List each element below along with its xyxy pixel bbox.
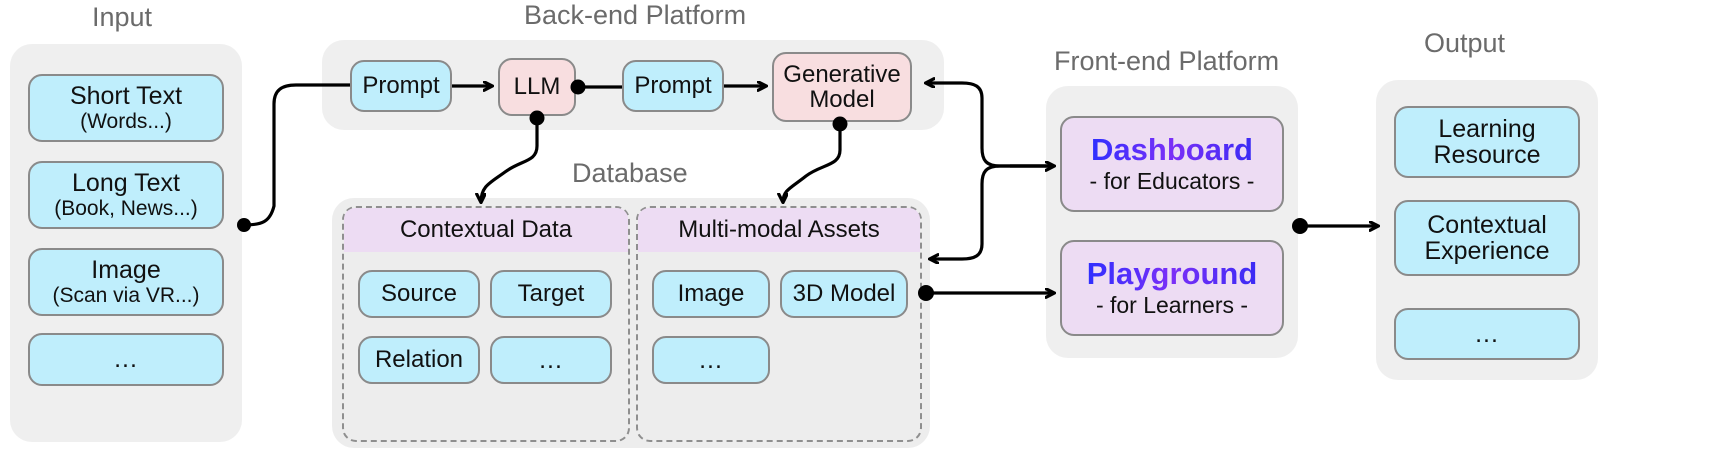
wire-generative-model-to-assets — [783, 124, 842, 202]
frontend-card-playground[interactable]: Playground - for Learners - — [1060, 240, 1284, 336]
node-label: Image — [677, 280, 745, 308]
node-label: Generative — [783, 60, 901, 88]
database-item-contextual-more[interactable]: ... — [490, 336, 612, 384]
node-label: ... — [699, 345, 723, 374]
wire-feedback-to-generative-model — [926, 83, 1052, 168]
frontend-group-title: Front-end Platform — [1054, 46, 1280, 76]
input-item-sub: (Book, News...) — [54, 196, 198, 220]
database-item-target[interactable]: Target — [490, 270, 612, 318]
backend-node-llm[interactable]: LLM — [498, 58, 576, 116]
database-group-header-contextual-data: Contextual Data — [344, 208, 628, 252]
input-item-more[interactable]: ... — [28, 333, 224, 386]
database-item-3d-model[interactable]: 3D Model — [780, 270, 908, 318]
backend-group-title: Back-end Platform — [524, 0, 747, 30]
input-item-title: Short Text — [69, 82, 183, 111]
output-item-learning-resource[interactable]: Learning Resource — [1394, 106, 1580, 178]
node-label: Prompt — [634, 72, 712, 100]
node-label: ... — [1475, 319, 1499, 348]
input-group-title: Input — [92, 2, 153, 32]
input-item-title: ... — [114, 345, 138, 374]
wire-llm-to-contextual-data — [481, 118, 539, 202]
input-item-title: Long Text — [72, 169, 180, 198]
database-group-title: Database — [572, 158, 688, 188]
output-group-title: Output — [1424, 28, 1506, 58]
node-label: Target — [517, 280, 585, 308]
backend-node-prompt-1[interactable]: Prompt — [350, 60, 452, 112]
input-item-image[interactable]: Image (Scan via VR...) — [28, 248, 224, 316]
frontend-card-title: Playground — [1086, 256, 1258, 292]
output-item-more[interactable]: ... — [1394, 308, 1580, 360]
node-label: Prompt — [362, 72, 440, 100]
output-item-contextual-experience[interactable]: Contextual Experience — [1394, 200, 1580, 276]
input-item-title: Image — [91, 256, 161, 285]
database-item-relation[interactable]: Relation — [358, 336, 480, 384]
database-group-multimodal-assets — [636, 206, 922, 442]
wire-feedback-to-assets — [930, 164, 1052, 259]
node-label: Source — [380, 280, 458, 308]
node-label: Contextual Experience — [1424, 210, 1550, 265]
frontend-card-dashboard[interactable]: Dashboard - for Educators - — [1060, 116, 1284, 212]
input-item-long-text[interactable]: Long Text (Book, News...) — [28, 161, 224, 229]
database-group-header-multimodal-assets: Multi-modal Assets — [638, 208, 920, 252]
database-item-image[interactable]: Image — [652, 270, 770, 318]
node-label: Learning Resource — [1433, 114, 1541, 169]
frontend-card-title: Dashboard — [1091, 132, 1253, 168]
backend-node-prompt-2[interactable]: Prompt — [622, 60, 724, 112]
node-label: 3D Model — [792, 280, 896, 308]
node-label: LLM — [513, 73, 561, 101]
frontend-card-subtitle: - for Educators - — [1089, 167, 1255, 194]
database-item-source[interactable]: Source — [358, 270, 480, 318]
node-label: ... — [539, 345, 563, 374]
backend-node-generative-model[interactable]: Generative Model — [772, 52, 912, 122]
input-item-short-text[interactable]: Short Text (Words...) — [28, 74, 224, 142]
database-group-contextual-data — [342, 206, 630, 442]
input-item-sub: (Scan via VR...) — [52, 283, 200, 307]
input-item-sub: (Words...) — [80, 109, 172, 133]
database-item-assets-more[interactable]: ... — [652, 336, 770, 384]
node-label-2: Model — [809, 86, 875, 113]
node-label: Relation — [374, 346, 464, 374]
frontend-card-subtitle: - for Learners - — [1095, 291, 1249, 318]
